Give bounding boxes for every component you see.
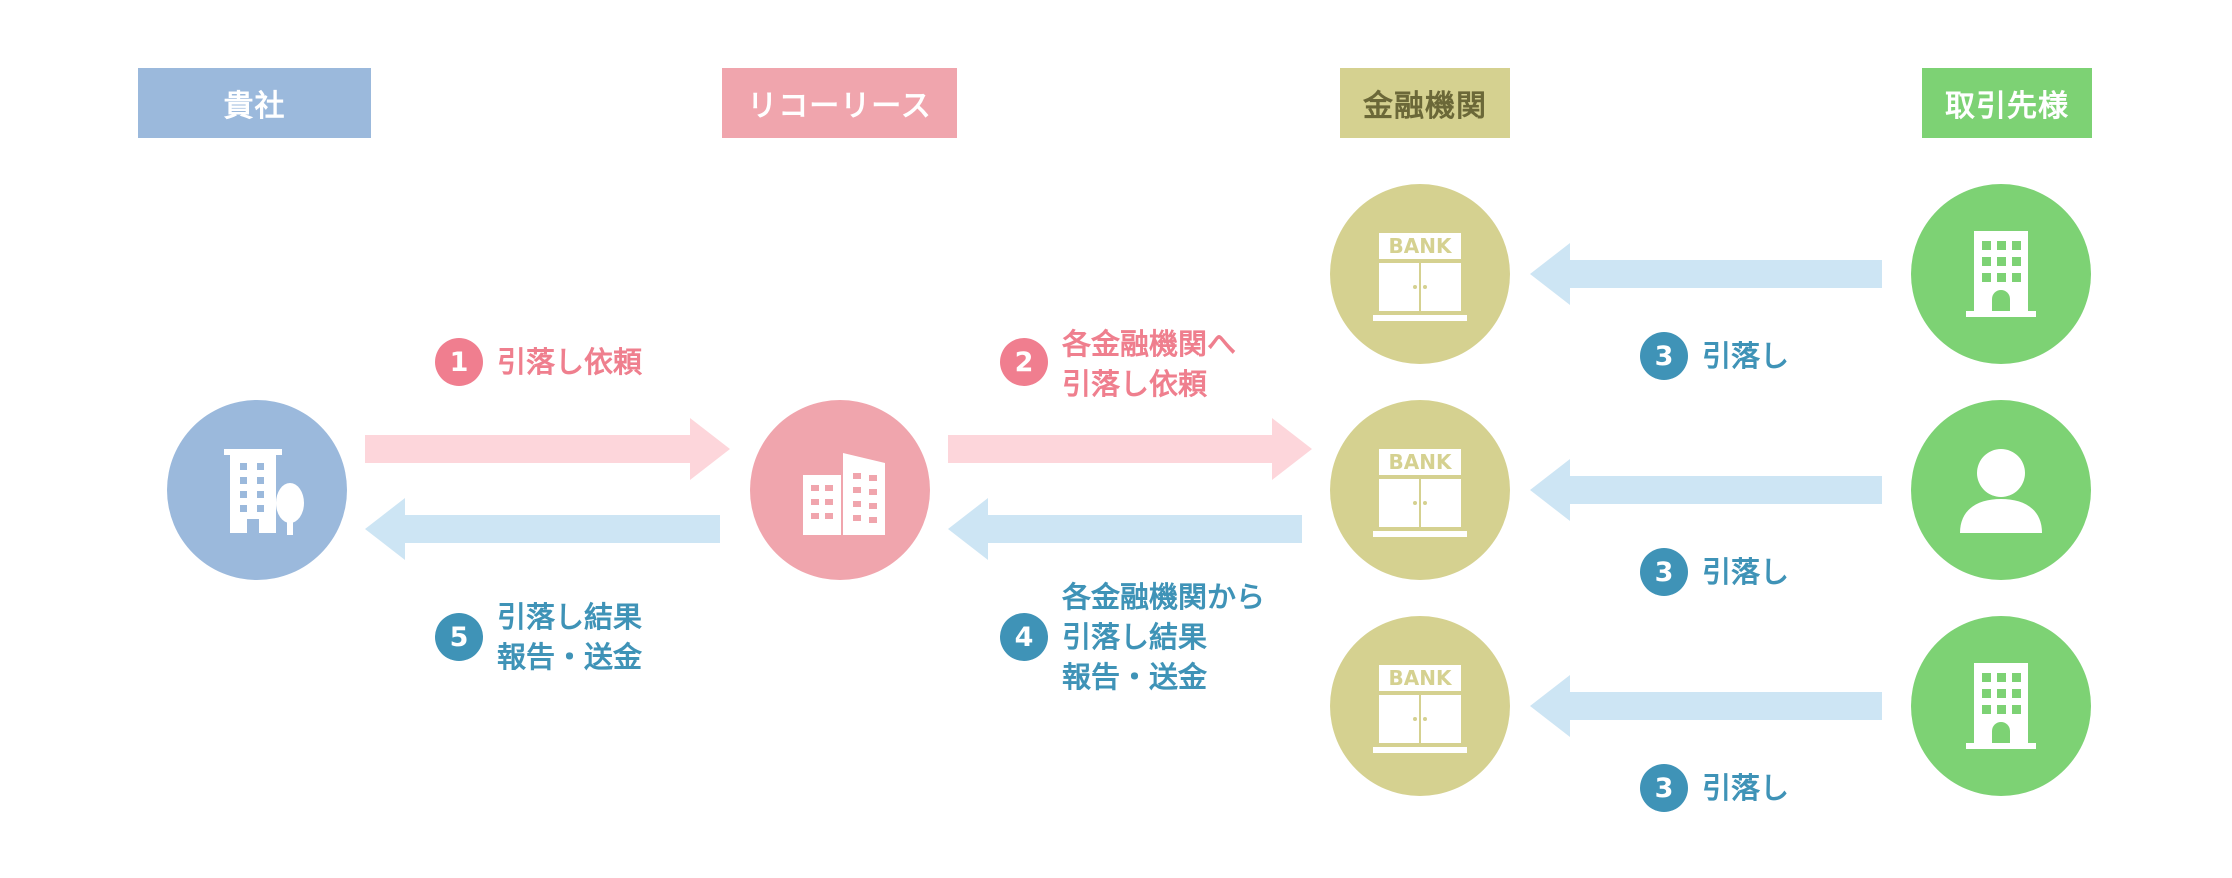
step-3c-badge: 3 bbox=[1640, 764, 1688, 812]
reco-lease-node bbox=[750, 400, 930, 580]
bank-node-2: BANK bbox=[1330, 400, 1510, 580]
step-3c-text: 引落し bbox=[1702, 768, 1789, 808]
arrow-reco-to-bank bbox=[948, 418, 1312, 480]
office-building-with-tree-icon bbox=[224, 449, 304, 535]
step-5-badge: 5 bbox=[435, 613, 483, 661]
header-reco-lease-label: リコーリース bbox=[747, 89, 932, 124]
step-3a-badge: 3 bbox=[1640, 332, 1688, 380]
bank-icon: BANK bbox=[1373, 665, 1467, 753]
step-4-line-1: 各金融機関から bbox=[1062, 580, 1266, 614]
step-5-line-1: 引落し結果 bbox=[497, 600, 643, 634]
building-icon bbox=[1966, 663, 2036, 749]
step-2-line-1: 各金融機関へ bbox=[1062, 327, 1237, 361]
partner-node-person bbox=[1911, 400, 2091, 580]
office-buildings-icon bbox=[803, 453, 885, 535]
step-3a-text: 引落し bbox=[1702, 336, 1789, 376]
bank-icon-label: BANK bbox=[1389, 234, 1453, 258]
step-5: 5 引落し結果 報告・送金 bbox=[435, 600, 642, 677]
arrow-partner-to-bank-2 bbox=[1530, 459, 1882, 521]
arrow-bank-to-reco bbox=[948, 498, 1302, 560]
bank-icon: BANK bbox=[1373, 233, 1467, 321]
step-4-line-2: 引落し結果 bbox=[1062, 620, 1208, 654]
step-3a-line-1: 引落し bbox=[1702, 339, 1790, 373]
step-3a: 3 引落し bbox=[1640, 332, 1789, 380]
person-icon bbox=[1960, 449, 2042, 533]
header-reco-lease: リコーリース bbox=[722, 68, 957, 138]
partner-node-building-1 bbox=[1911, 184, 2091, 364]
header-bank-label: 金融機関 bbox=[1363, 89, 1487, 124]
bank-node-1: BANK bbox=[1330, 184, 1510, 364]
step-4: 4 各金融機関から 引落し結果 報告・送金 bbox=[1000, 580, 1265, 697]
header-partner: 取引先様 bbox=[1922, 68, 2092, 138]
step-3c: 3 引落し bbox=[1640, 764, 1789, 812]
arrow-company-to-reco bbox=[365, 418, 730, 480]
step-5-text: 引落し結果 報告・送金 bbox=[497, 597, 642, 677]
header-company-label: 貴社 bbox=[223, 89, 286, 124]
step-2-text: 各金融機関へ 引落し依頼 bbox=[1062, 324, 1236, 404]
step-2: 2 各金融機関へ 引落し依頼 bbox=[1000, 327, 1236, 404]
step-3b: 3 引落し bbox=[1640, 548, 1789, 596]
step-2-line-2: 引落し依頼 bbox=[1062, 367, 1208, 401]
arrow-partner-to-bank-1 bbox=[1530, 243, 1882, 305]
building-icon bbox=[1966, 231, 2036, 317]
step-1-text: 引落し依頼 bbox=[497, 342, 642, 382]
company-node bbox=[167, 400, 347, 580]
bank-icon: BANK bbox=[1373, 449, 1467, 537]
step-2-badge: 2 bbox=[1000, 338, 1048, 386]
arrow-reco-to-company bbox=[365, 498, 720, 560]
bank-icon-label: BANK bbox=[1389, 450, 1453, 474]
step-3c-line-1: 引落し bbox=[1702, 771, 1790, 805]
header-bank: 金融機関 bbox=[1340, 68, 1510, 138]
step-1-line-1: 引落し依頼 bbox=[497, 345, 643, 379]
step-1: 1 引落し依頼 bbox=[435, 338, 642, 386]
step-3b-text: 引落し bbox=[1702, 552, 1789, 592]
step-3b-badge: 3 bbox=[1640, 548, 1688, 596]
step-3b-line-1: 引落し bbox=[1702, 555, 1790, 589]
header-partner-label: 取引先様 bbox=[1945, 89, 2069, 124]
arrow-partner-to-bank-3 bbox=[1530, 675, 1882, 737]
bank-icon-label: BANK bbox=[1389, 666, 1453, 690]
step-5-line-2: 報告・送金 bbox=[497, 640, 643, 674]
step-4-badge: 4 bbox=[1000, 613, 1048, 661]
header-company: 貴社 bbox=[138, 68, 371, 138]
step-4-text: 各金融機関から 引落し結果 報告・送金 bbox=[1062, 577, 1265, 697]
partner-node-building-2 bbox=[1911, 616, 2091, 796]
bank-node-3: BANK bbox=[1330, 616, 1510, 796]
step-4-line-3: 報告・送金 bbox=[1062, 660, 1208, 694]
step-1-badge: 1 bbox=[435, 338, 483, 386]
